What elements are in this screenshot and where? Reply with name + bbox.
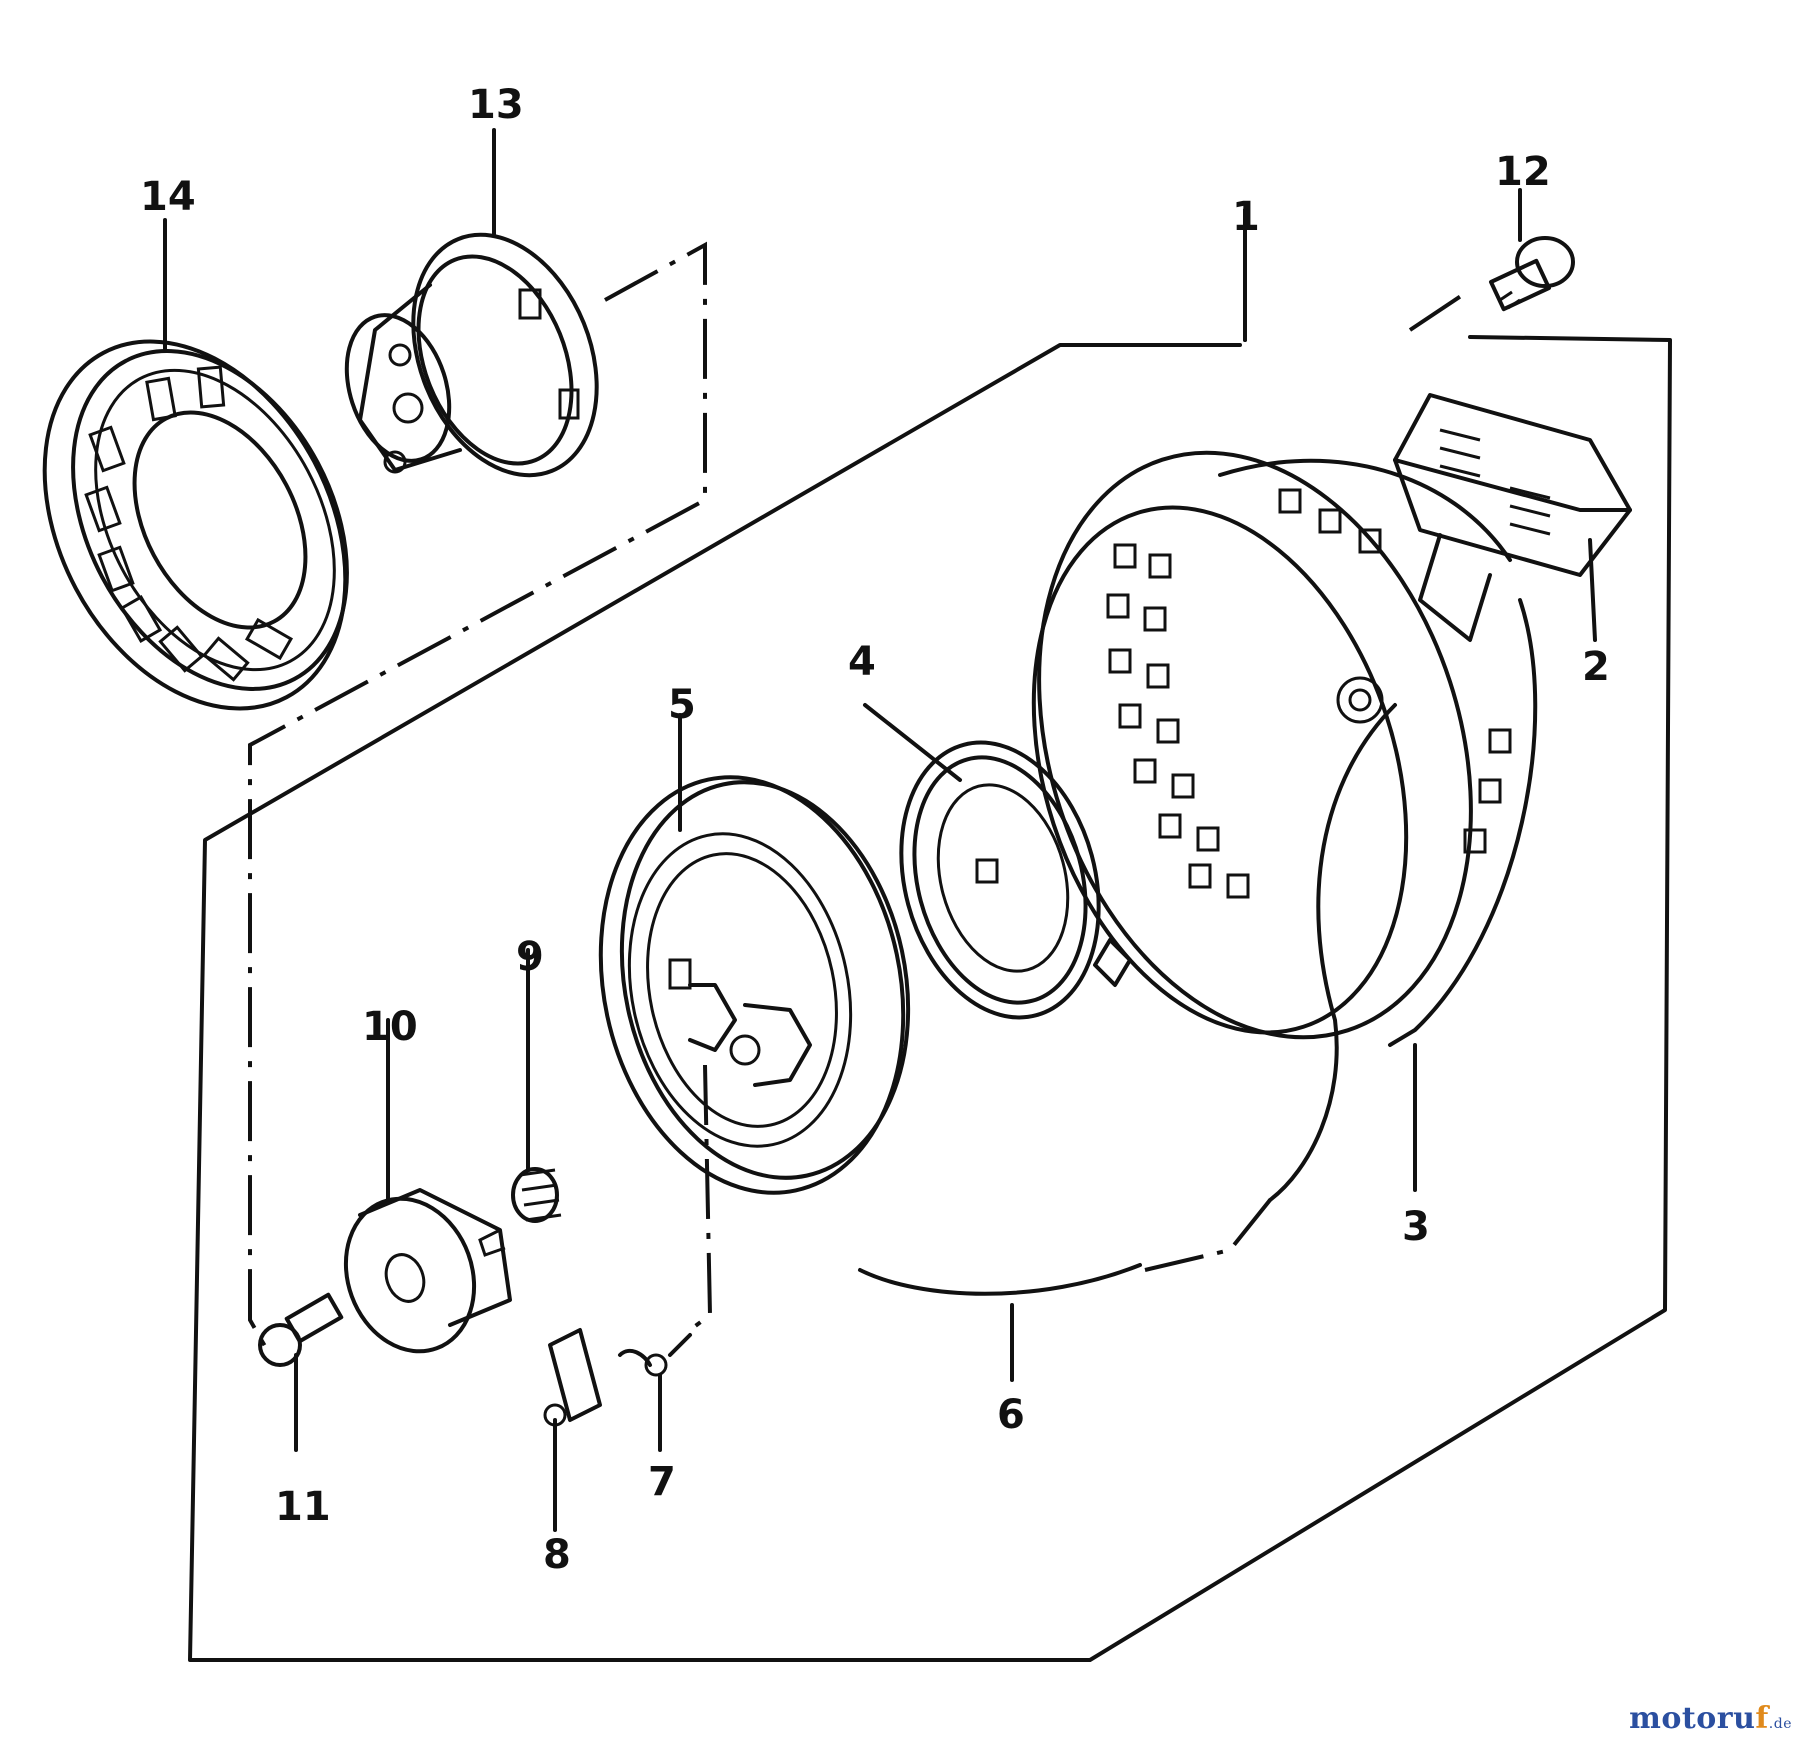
callout-3: 3 (1402, 1204, 1430, 1250)
starter-reel (598, 775, 911, 1195)
fan-cover (42, 339, 349, 711)
starter-rope (858, 1263, 1142, 1296)
watermark-main: motoru (1629, 1701, 1756, 1736)
clip (543, 1328, 602, 1427)
leader-lines (163, 128, 1597, 1532)
callout-4: 4 (848, 639, 876, 685)
callout-5: 5 (668, 682, 696, 728)
recoil-spring (899, 740, 1132, 1020)
starter-cup (344, 232, 599, 478)
callout-6: 6 (997, 1392, 1025, 1438)
ratchet-spring (511, 1167, 562, 1223)
callout-11: 11 (275, 1484, 331, 1530)
ratchet (343, 1188, 512, 1354)
callout-7: 7 (648, 1459, 676, 1505)
pawl-spring (618, 1333, 692, 1377)
starter-handle (1393, 393, 1632, 642)
callout-8: 8 (543, 1532, 571, 1578)
callout-12: 12 (1495, 149, 1551, 195)
screw-12 (1489, 236, 1575, 312)
watermark-accent: f (1755, 1701, 1769, 1736)
watermark-tld: .de (1768, 1716, 1792, 1732)
callout-14: 14 (140, 174, 196, 220)
callout-9: 9 (516, 934, 544, 980)
callout-2: 2 (1582, 644, 1610, 690)
callout-1: 1 (1232, 194, 1260, 240)
screw-11 (258, 1292, 344, 1367)
callout-numbers: 1 2 3 4 5 6 7 8 9 10 11 12 13 14 (140, 82, 1610, 1578)
watermark-logo: motoruf.de (1629, 1701, 1792, 1736)
rope-through-housing (1268, 703, 1397, 1202)
assembly-guide-lines (248, 241, 1472, 1356)
callout-10: 10 (362, 1004, 418, 1050)
callout-13: 13 (468, 82, 524, 128)
